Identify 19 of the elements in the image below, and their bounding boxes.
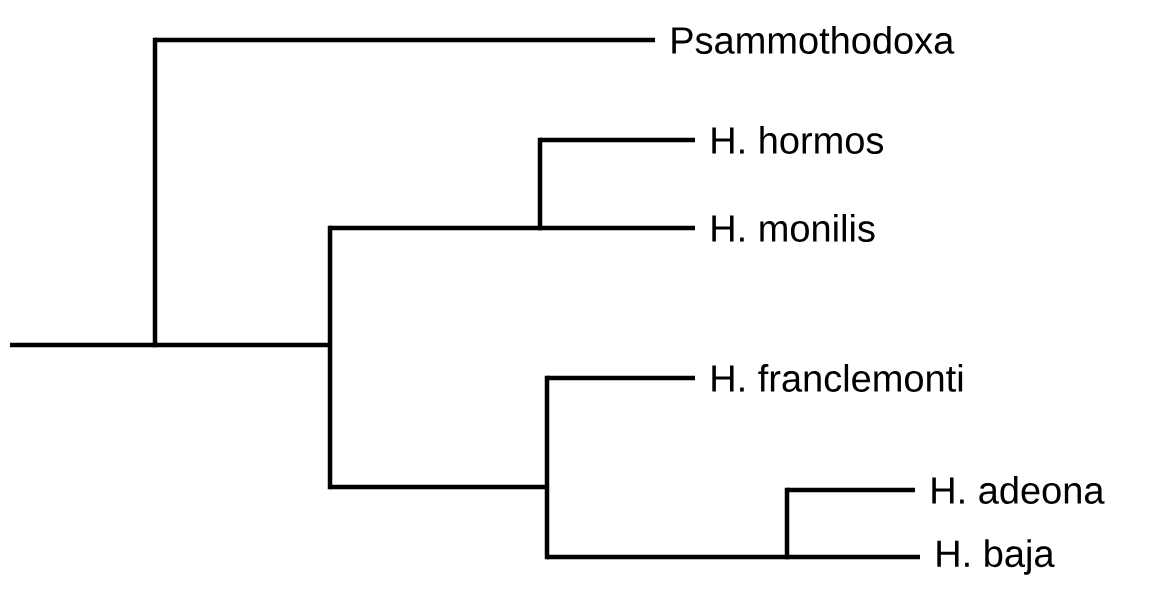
branch-line — [547, 554, 787, 560]
branch-line — [787, 487, 915, 493]
branch-line — [330, 484, 547, 490]
branch-bar — [327, 225, 333, 490]
branch-line — [10, 342, 155, 348]
taxon-label: H. adeona — [932, 476, 1105, 504]
taxon-label: H. baja — [937, 539, 1055, 575]
branch-line — [540, 225, 695, 231]
branch-bar — [544, 375, 550, 560]
taxon-label: H. monilis — [712, 214, 875, 242]
taxon-label: H. franclemonti — [712, 364, 963, 392]
branch-line — [547, 375, 695, 381]
branch-line — [540, 137, 695, 143]
branch-line — [155, 342, 330, 348]
branch-line — [787, 554, 920, 560]
branch-line — [155, 37, 655, 43]
branch-line — [330, 225, 540, 231]
taxon-label: Psammothodoxa — [672, 26, 955, 54]
taxon-label: H. hormos — [712, 126, 884, 154]
